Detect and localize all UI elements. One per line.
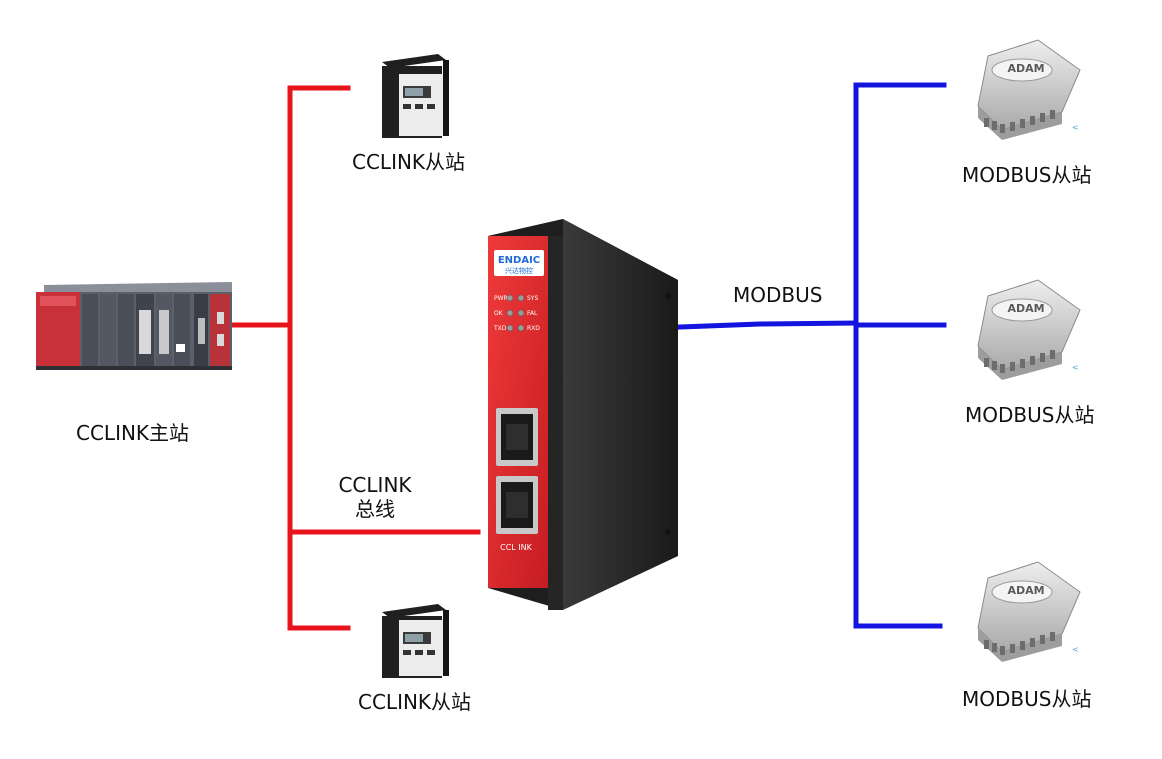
modbus-branch-gateway [677, 320, 859, 330]
modbus-slave-3-label: MODBUS从站 [962, 687, 1092, 711]
cclink-slave-device-top [382, 54, 449, 138]
led-rxd-indicator [517, 324, 525, 332]
svg-text:<: < [1072, 645, 1079, 654]
led-label-pwr: PWR [494, 295, 508, 302]
cclink-bus [230, 85, 481, 631]
led-ok-indicator [506, 309, 514, 317]
led-pwr-indicator [506, 294, 514, 302]
modbus-slave-device-3: ADAM < [977, 561, 1081, 662]
modbus-bus-label: MODBUS [733, 283, 823, 307]
led-sys-indicator [517, 294, 525, 302]
svg-text:<: < [1072, 363, 1079, 372]
led-label-txd: TXD [493, 325, 507, 332]
modbus-bus [677, 82, 947, 629]
led-label-rxd: RXD [527, 325, 540, 332]
gateway-logo: ENDAIC [498, 255, 540, 266]
cclink-slave-top-label: CCLINK从站 [352, 150, 466, 174]
cclink-master-label: CCLINK主站 [76, 421, 190, 445]
adam-brand-3: ADAM [1007, 584, 1044, 597]
rj45-port-top [496, 408, 538, 466]
gateway-port-label: CCL INK [500, 543, 533, 552]
plc-master-icon [36, 282, 232, 370]
modbus-slave-device-2: ADAM < [977, 279, 1081, 380]
modbus-slave-1-label: MODBUS从站 [962, 163, 1092, 187]
led-label-ok: OK [494, 310, 504, 317]
led-fal-indicator [517, 309, 525, 317]
cclink-bus-label: CCLINK 总线 [330, 473, 420, 521]
cclink-bus-label-line2: 总线 [355, 497, 395, 521]
rj45-port-bottom [496, 476, 538, 534]
svg-text:<: < [1072, 123, 1079, 132]
modbus-slave-2-label: MODBUS从站 [965, 403, 1095, 427]
cclink-bus-label-line1: CCLINK [338, 473, 412, 497]
led-label-sys: SYS [527, 295, 538, 302]
gateway-device: ENDAIC 兴达物控 PWR OK TXD SYS FAL RXD [488, 219, 678, 610]
cclink-slave-bottom-label: CCLINK从站 [358, 690, 472, 714]
adam-brand-2: ADAM [1007, 302, 1044, 315]
led-label-fal: FAL [527, 310, 538, 317]
gateway-logo-sub: 兴达物控 [505, 266, 533, 275]
led-txd-indicator [506, 324, 514, 332]
adam-brand-1: ADAM [1007, 62, 1044, 75]
cclink-slave-device-bottom [382, 604, 449, 678]
modbus-slave-device-1: ADAM < [977, 39, 1081, 140]
